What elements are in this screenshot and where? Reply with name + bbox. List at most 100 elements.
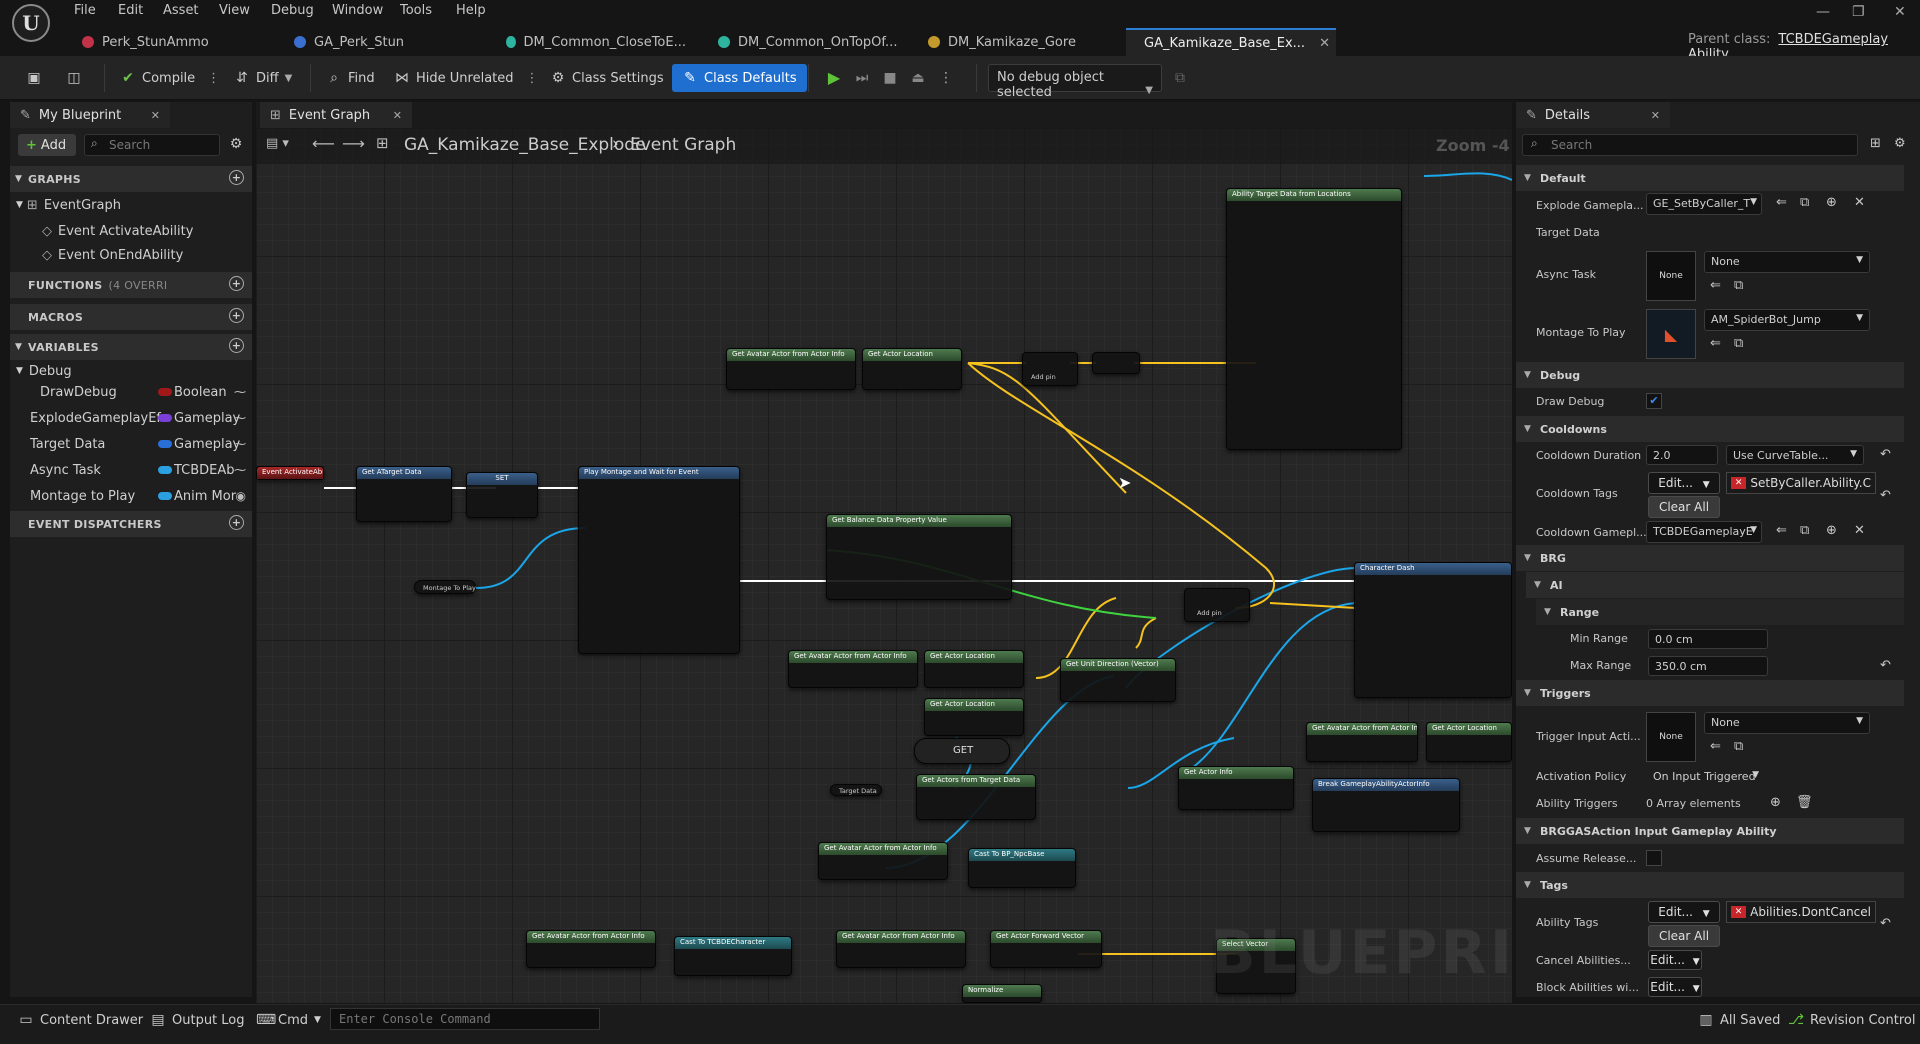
more-options-icon[interactable]: ⋮	[207, 70, 221, 86]
save-icon[interactable]: ▣	[27, 70, 41, 86]
output-log-button[interactable]: ▤ Output Log	[150, 1012, 244, 1028]
add-pin-label[interactable]: Add pin	[1031, 373, 1056, 381]
add-dispatcher-icon[interactable]: +	[229, 515, 244, 530]
table-view-icon[interactable]: ⊞	[1870, 136, 1881, 151]
add-circle-icon[interactable]: ⊕	[1826, 523, 1837, 538]
visibility-icon[interactable]: ⁓	[234, 437, 246, 451]
node-get-avatar-actor-3[interactable]: Get Avatar Actor from Actor Info	[1306, 722, 1418, 762]
node-break-actor-info[interactable]: Break GameplayAbilityActorInfo	[1312, 778, 1460, 832]
node-get-actors-from-target-data[interactable]: Get Actors from Target Data	[916, 774, 1036, 820]
use-selected-icon[interactable]: ⇐	[1776, 523, 1787, 538]
node-event-activate[interactable]: Event ActivateAbility	[256, 466, 324, 480]
eject-icon[interactable]: ⏏	[911, 70, 925, 86]
node-normalize[interactable]: Normalize	[962, 984, 1042, 1003]
use-selected-icon[interactable]: ⇐	[1710, 336, 1721, 351]
montage-thumbnail[interactable]: ◣	[1646, 309, 1696, 359]
max-range-input[interactable]: 350.0 cm	[1648, 656, 1768, 676]
node-get-avatar-actor-2[interactable]: Get Avatar Actor from Actor Info	[788, 650, 918, 688]
menu-asset[interactable]: Asset	[163, 3, 199, 18]
node-add-vector[interactable]: Add pin	[1022, 352, 1078, 386]
reset-icon[interactable]: ↶	[1880, 447, 1891, 462]
variable-row-drawdebug[interactable]: DrawDebug Boolean ⁓	[10, 379, 252, 405]
event-graph-tab[interactable]: ⊞ Event Graph ✕	[260, 102, 412, 128]
visibility-icon[interactable]: ⁓	[234, 411, 246, 425]
tree-item-event-activate[interactable]: ◇ Event ActivateAbility	[42, 220, 193, 242]
async-task-select[interactable]: None ▼	[1704, 251, 1870, 273]
node-get-actor-location-2[interactable]: Get Actor Location	[924, 650, 1024, 688]
details-section-debug[interactable]: ▼ Debug	[1516, 362, 1904, 388]
add-circle-icon[interactable]: ⊕	[1826, 195, 1837, 210]
breadcrumb-graph[interactable]: Event Graph	[630, 135, 737, 155]
stop-icon[interactable]: ■	[883, 70, 897, 86]
revision-control-button[interactable]: ⎇ Revision Control	[1788, 1012, 1915, 1028]
macros-section-header[interactable]: MACROS +	[10, 304, 252, 330]
details-section-tags[interactable]: ▼ Tags	[1516, 872, 1904, 898]
node-get-actor-location-4[interactable]: Get Actor Location	[1426, 722, 1512, 762]
debug-object-select[interactable]: No debug object selected ▼	[988, 64, 1162, 100]
node-cast-bp-npcbase[interactable]: Cast To BP_NpcBase	[968, 848, 1076, 888]
hide-unrelated-button[interactable]: ⋈ Hide Unrelated ⋮	[394, 66, 539, 90]
diff-button[interactable]: ⇵ Diff ▼	[234, 66, 292, 90]
node-get-array[interactable]: GET	[914, 738, 1010, 764]
use-selected-icon[interactable]: ⇐	[1710, 739, 1721, 754]
close-tab-icon[interactable]: ✕	[150, 108, 160, 122]
menu-view[interactable]: View	[219, 3, 250, 18]
node-play-montage[interactable]: Play Montage and Wait for Event	[578, 466, 740, 654]
remove-tag-icon[interactable]: ✕	[1731, 906, 1747, 918]
menu-debug[interactable]: Debug	[271, 3, 314, 18]
node-get-avatar-actor-5[interactable]: Get Avatar Actor from Actor Info	[526, 930, 656, 968]
node-get-avatar-actor-4[interactable]: Get Avatar Actor from Actor Info	[818, 842, 948, 880]
node-ability-target-data[interactable]: Ability Target Data from Locations	[1226, 188, 1402, 450]
add-macro-icon[interactable]: +	[229, 308, 244, 323]
maximize-icon[interactable]: ❐	[1852, 4, 1865, 20]
node-cast-tcbdecharacter[interactable]: Cast To TCBDECharacter	[674, 936, 792, 976]
draw-debug-checkbox[interactable]: ✔	[1646, 393, 1662, 409]
cmd-select[interactable]: ⌨ Cmd ▼	[256, 1012, 321, 1028]
ability-tags-clear-all[interactable]: Clear All	[1648, 925, 1720, 947]
cooldown-duration-input[interactable]: 2.0	[1646, 445, 1718, 465]
assume-release-checkbox[interactable]	[1646, 850, 1662, 866]
node-select-vector[interactable]: Select Vector	[1216, 938, 1296, 994]
eye-icon[interactable]: ◉	[235, 489, 246, 503]
details-section-brggas[interactable]: ▼ BRGGASAction Input Gameplay Ability	[1516, 818, 1904, 844]
node-get-actor-location[interactable]: Get Actor Location	[862, 348, 962, 390]
variables-section-header[interactable]: ▼ VARIABLES +	[10, 334, 252, 360]
close-tab-icon[interactable]: ✕	[1650, 108, 1660, 122]
content-drawer-button[interactable]: ▭ Content Drawer	[18, 1012, 143, 1028]
node-target-data-var[interactable]: Target Data	[830, 784, 882, 796]
browse-icon[interactable]: ⧉	[1800, 523, 1810, 538]
add-button[interactable]: + Add	[18, 134, 76, 156]
details-section-cooldowns[interactable]: ▼ Cooldowns	[1516, 416, 1904, 442]
breadcrumb-blueprint[interactable]: GA_Kamikaze_Base_Explode	[404, 135, 646, 155]
browse-icon[interactable]: ⧉	[1734, 739, 1744, 754]
clear-icon[interactable]: ✕	[1854, 523, 1865, 538]
explode-effect-select[interactable]: GE_SetByCaller_T ▼	[1646, 193, 1762, 215]
details-search-input[interactable]: ⌕ Search	[1522, 134, 1858, 156]
step-icon[interactable]: ⏭	[855, 70, 869, 86]
compile-button[interactable]: ✔ Compile ⋮	[120, 66, 220, 90]
trigger-input-select[interactable]: None ▼	[1704, 712, 1870, 734]
gear-icon[interactable]: ⚙	[229, 136, 243, 152]
node-get-actor-location-3[interactable]: Get Actor Location	[924, 698, 1024, 736]
tab-ga-perk-stun[interactable]: GA_Perk_Stun	[284, 28, 464, 56]
details-section-brg[interactable]: ▼ BRG	[1516, 545, 1904, 571]
graphs-section-header[interactable]: ▼ GRAPHS +	[10, 166, 252, 192]
event-graph-canvas[interactable]: ▤ ▾ ⟵ ⟶ ⊞ GA_Kamikaze_Base_Explode › Eve…	[256, 128, 1512, 1003]
variable-row-explode-gameplay-effect[interactable]: ExplodeGameplayEf Gameplay ⁓	[10, 405, 252, 431]
event-dispatchers-section-header[interactable]: EVENT DISPATCHERS +	[10, 511, 252, 537]
tab-ga-kamikaze-base-explode[interactable]: GA_Kamikaze_Base_Ex... ✕	[1126, 28, 1336, 56]
graph-menu-icon[interactable]: ▤ ▾	[266, 136, 289, 151]
browse-icon[interactable]: ⧉	[1734, 278, 1744, 293]
tab-dm-kamikaze-gore[interactable]: DM_Kamikaze_Gore	[918, 28, 1118, 56]
node-montage-var[interactable]: Montage To Play	[414, 580, 476, 594]
cooldown-tags-clear-all[interactable]: Clear All	[1648, 496, 1720, 518]
class-defaults-button[interactable]: ✎ Class Defaults	[672, 64, 807, 92]
variable-row-montage-to-play[interactable]: Montage to Play Anim Mor ◉	[10, 483, 252, 509]
variable-category-debug[interactable]: ▼ Debug	[16, 360, 72, 382]
back-arrow-icon[interactable]: ⟵	[312, 134, 335, 153]
close-tab-icon[interactable]: ✕	[392, 108, 402, 122]
browse-icon[interactable]: ⧉	[1734, 336, 1744, 351]
trigger-input-thumbnail[interactable]: None	[1646, 712, 1696, 762]
menu-edit[interactable]: Edit	[118, 3, 144, 18]
find-button[interactable]: ⌕ Find	[326, 66, 375, 90]
